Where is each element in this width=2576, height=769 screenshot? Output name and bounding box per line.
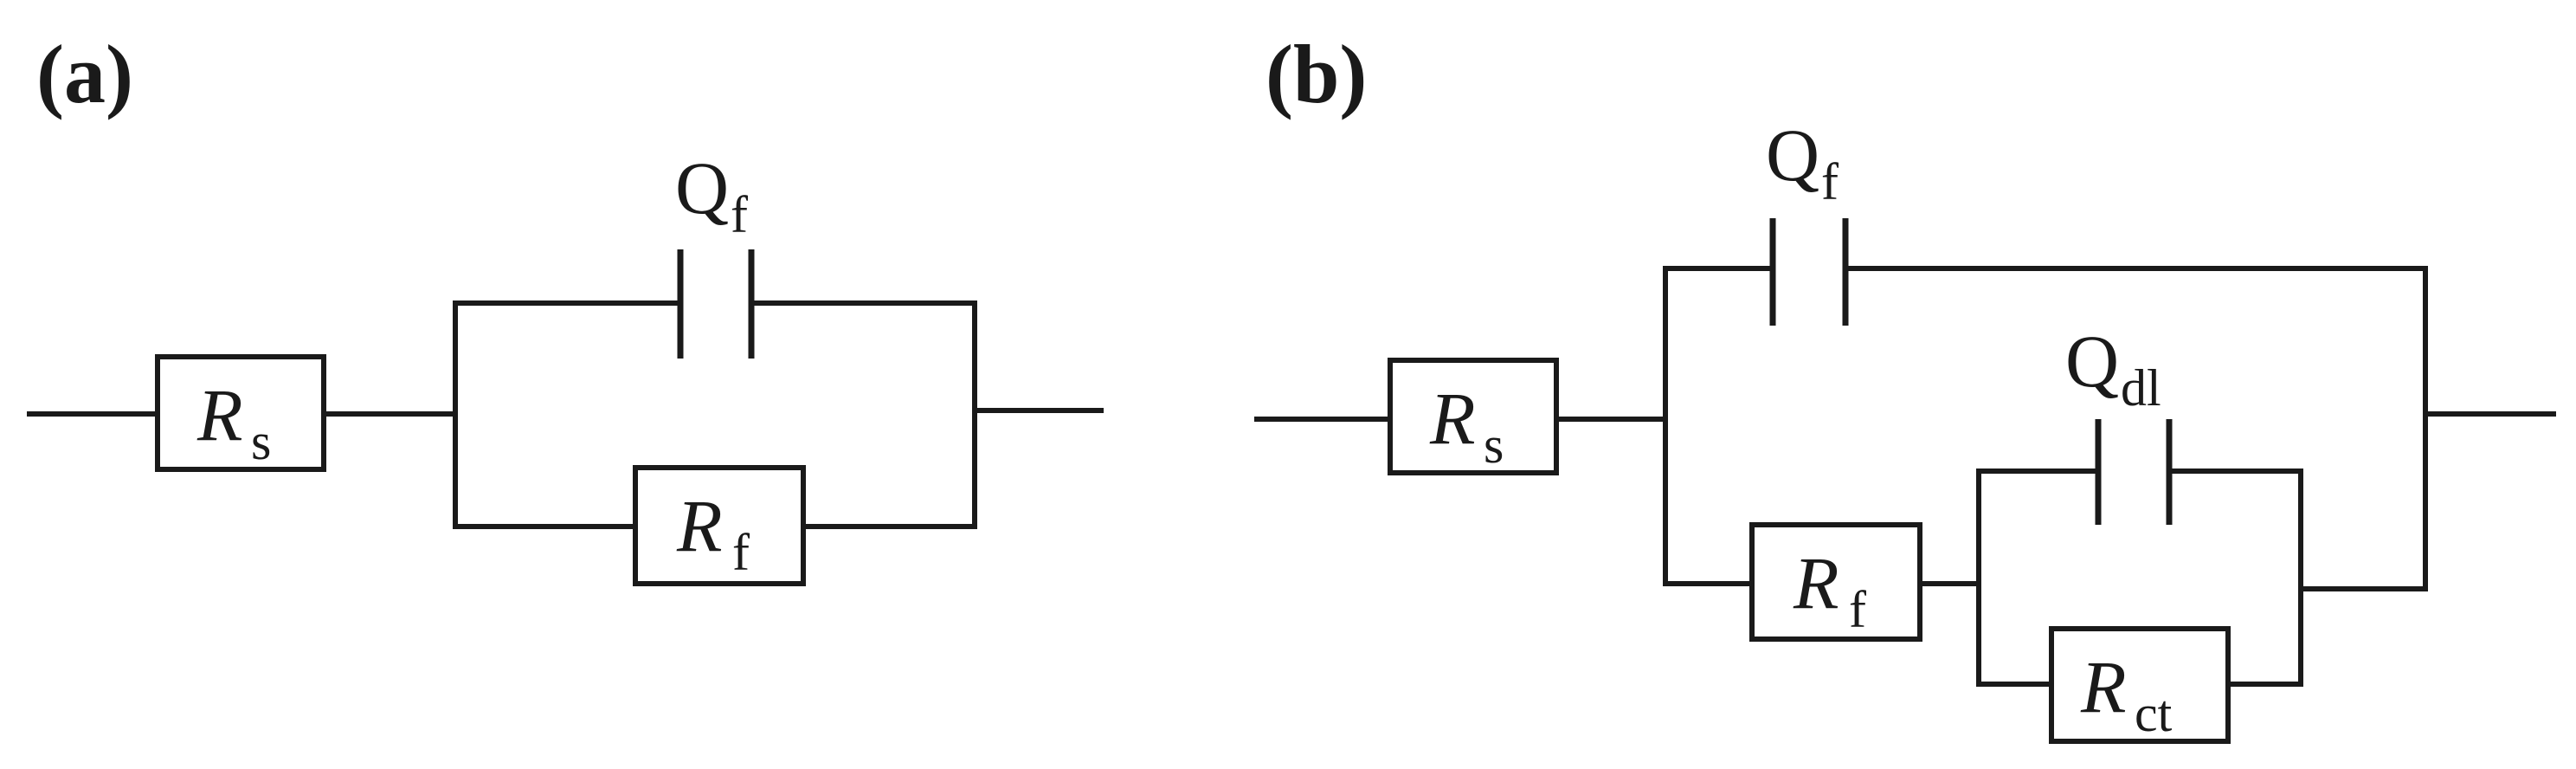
panel-a-rf-box (633, 465, 806, 586)
panel-b-cpe-qdl: Q dl (2065, 320, 2173, 525)
panel-a-wires (27, 300, 1104, 529)
panel-a-rs-subscript: s (251, 413, 271, 470)
panel-b-rs-symbol: R (1429, 377, 1476, 460)
panel-b-rs-subscript: s (1484, 417, 1504, 474)
panel-b-resistor-rct: R ct (2049, 626, 2231, 744)
panel-b-resistor-rs: R s (1388, 358, 1559, 475)
panel-b-rct-box (2049, 626, 2231, 744)
panel-a-rf-symbol: R (676, 484, 723, 567)
panel-a-qf-subscript: f (731, 186, 748, 243)
panel-b-rf-box (1749, 522, 1922, 642)
panel-b-qf-subscript: f (1821, 153, 1839, 210)
panel-b-rs-box (1388, 358, 1559, 475)
panel-b-qf-symbol: Q (1766, 113, 1819, 197)
panel-b-rf-subscript: f (1849, 581, 1866, 638)
panel-a-resistor-rs: R s (155, 354, 326, 472)
panel-b-label: (b) (1265, 28, 1367, 120)
panel-a-rs-box (155, 354, 326, 472)
panel-b: (b) R s (1254, 28, 2556, 744)
panel-b-rct-subscript: ct (2135, 685, 2173, 742)
panel-a-rs-symbol: R (196, 373, 243, 456)
panel-a-label: (a) (36, 28, 133, 120)
panel-b-wires (1254, 266, 2556, 687)
panel-a-qf-symbol: Q (675, 146, 729, 229)
panel-a-rf-subscript: f (732, 524, 750, 581)
panel-b-rct-symbol: R (2080, 645, 2127, 728)
panel-b-cpe-qf: Q f (1766, 113, 1849, 326)
panel-b-rf-symbol: R (1793, 541, 1839, 624)
panel-b-qdl-symbol: Q (2065, 320, 2119, 403)
panel-b-qdl-subscript: dl (2121, 359, 2161, 417)
panel-a-resistor-rf: R f (633, 465, 806, 586)
panel-a: (a) R s Q f R (27, 28, 1104, 586)
panel-b-resistor-rf: R f (1749, 522, 1922, 642)
panel-a-cpe-qf: Q f (675, 146, 755, 359)
